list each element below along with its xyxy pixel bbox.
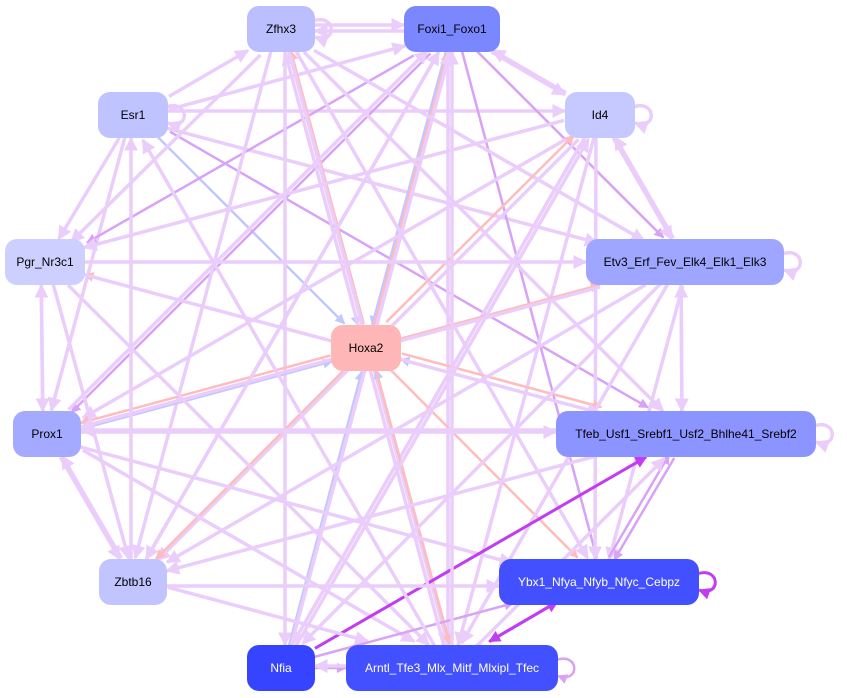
edge-zfhx3-to-etv3 [313, 48, 646, 243]
node-label: Id4 [592, 108, 609, 122]
edge-foxi1-to-id4 [490, 50, 567, 97]
edge-esr1-to-hoxa2 [156, 135, 346, 325]
node-foxi1[interactable]: Foxi1_Foxo1 [404, 6, 500, 52]
edge-hoxa2-to-foxi1 [372, 51, 451, 326]
edge-prox1-to-pgr [34, 283, 49, 412]
node-arntl[interactable]: Arntl_Tfe3_Mlx_Mitf_Mlxipl_Tfec [346, 645, 558, 691]
edge-zfhx3-to-tfeb [302, 50, 665, 413]
edge-tfeb-to-etv3 [674, 283, 689, 412]
node-etv3[interactable]: Etv3_Erf_Fev_Elk4_Elk1_Elk3 [586, 239, 784, 285]
edge-id4-to-foxi1 [491, 48, 567, 95]
edge-prox1-to-zbtb16 [58, 456, 122, 561]
node-prox1[interactable]: Prox1 [13, 411, 81, 457]
node-label: Zbtb16 [114, 575, 152, 589]
node-label: Arntl_Tfe3_Mlx_Mitf_Mlxipl_Tfec [365, 661, 539, 675]
edge-zfhx3-to-zfhx3 [312, 17, 333, 48]
edge-arntl-to-esr1 [141, 138, 437, 648]
edge-esr1-to-etv3 [166, 126, 599, 247]
node-zbtb16[interactable]: Zbtb16 [99, 559, 167, 605]
node-box [247, 645, 315, 691]
edge-hoxa2-to-arntl [374, 369, 453, 645]
node-label: Prox1 [31, 427, 63, 441]
node-label: Esr1 [121, 108, 146, 122]
edge-zfhx3-to-zbtb16 [131, 50, 273, 560]
edge-zbtb16-to-arntl [167, 585, 370, 645]
node-ybx1[interactable]: Ybx1_Nfya_Nfyb_Nfyc_Cebpz [499, 559, 699, 605]
edge-arntl-to-ybx1 [488, 600, 559, 643]
node-id4[interactable]: Id4 [565, 92, 635, 138]
node-box [565, 92, 635, 138]
edge-tfeb-to-tfeb [813, 422, 834, 453]
edge-esr1-to-zfhx3 [168, 48, 250, 98]
node-pgr[interactable]: Pgr_Nr3c1 [5, 239, 85, 285]
node-box [346, 645, 558, 691]
edge-zbtb16-to-foxi1 [144, 50, 441, 560]
edge-arntl-to-arntl [555, 657, 576, 684]
node-label: Tfeb_Usf1_Srebf1_Usf2_Bhlhe41_Srebf2 [575, 427, 797, 441]
node-esr1[interactable]: Esr1 [98, 92, 168, 138]
edge-ybx1-to-ybx1 [696, 571, 717, 600]
edge-prox1-to-arntl [82, 448, 416, 644]
node-box [331, 325, 401, 371]
edge-id4-to-prox1 [81, 137, 568, 420]
edge-nfia-to-tfeb [314, 455, 648, 650]
edge-nfia-to-hoxa2 [287, 370, 365, 646]
edge-tfeb-to-ybx1 [613, 457, 676, 561]
node-box [556, 411, 816, 457]
edge-etv3-to-id4 [613, 135, 675, 239]
edge-arntl-to-tfeb [475, 457, 666, 648]
edges-layer [34, 17, 834, 684]
edge-foxi1-to-pgr [86, 54, 415, 244]
node-box [5, 239, 85, 285]
edge-foxi1-to-hoxa2 [369, 51, 448, 326]
edge-hoxa2-to-id4 [385, 134, 575, 324]
node-tfeb[interactable]: Tfeb_Usf1_Srebf1_Usf2_Bhlhe41_Srebf2 [556, 411, 816, 457]
edge-hoxa2-to-tfeb [401, 352, 603, 410]
edge-nfia-to-ybx1 [314, 600, 515, 659]
node-label: Ybx1_Nfya_Nfyb_Nfyc_Cebpz [518, 575, 680, 589]
node-zfhx3[interactable]: Zfhx3 [247, 6, 315, 52]
node-label: Pgr_Nr3c1 [16, 255, 74, 269]
node-label: Nfia [270, 661, 292, 675]
node-box [98, 92, 168, 138]
edge-esr1-to-esr1 [165, 103, 186, 134]
edge-etv3-to-zbtb16 [165, 283, 647, 564]
edge-zfhx3-to-pgr [69, 53, 262, 244]
edge-id4-to-etv3 [611, 137, 674, 241]
edge-hoxa2-to-etv3 [400, 282, 601, 340]
edge-id4-to-pgr [82, 118, 565, 252]
edge-prox1-to-hoxa2 [81, 358, 334, 430]
edge-esr1-to-foxi1 [168, 42, 407, 112]
node-box [404, 6, 500, 52]
edge-etv3-to-etv3 [781, 250, 802, 281]
edge-tfeb-to-zbtb16 [165, 453, 600, 575]
node-nfia[interactable]: Nfia [247, 645, 315, 691]
edge-nfia-to-id4 [294, 137, 590, 647]
node-box [247, 6, 315, 52]
node-label: Zfhx3 [266, 22, 296, 36]
node-label: Etv3_Erf_Fev_Elk4_Elk1_Elk3 [604, 255, 767, 269]
node-box [13, 411, 81, 457]
edge-esr1-to-pgr [57, 137, 121, 241]
node-label: Hoxa2 [349, 341, 384, 355]
edge-zbtb16-to-prox1 [60, 454, 123, 559]
edge-etv3-to-nfia [301, 282, 662, 645]
node-box [586, 239, 784, 285]
edge-prox1-to-foxi1 [67, 49, 429, 411]
edge-prox1-to-ybx1 [79, 445, 514, 567]
node-box [499, 559, 699, 605]
node-hoxa2[interactable]: Hoxa2 [331, 325, 401, 371]
edge-esr1-to-tfeb [169, 130, 649, 409]
node-label: Foxi1_Foxo1 [417, 22, 487, 36]
edge-hoxa2-to-prox1 [79, 354, 331, 426]
node-box [99, 559, 167, 605]
edge-id4-to-id4 [632, 103, 653, 134]
